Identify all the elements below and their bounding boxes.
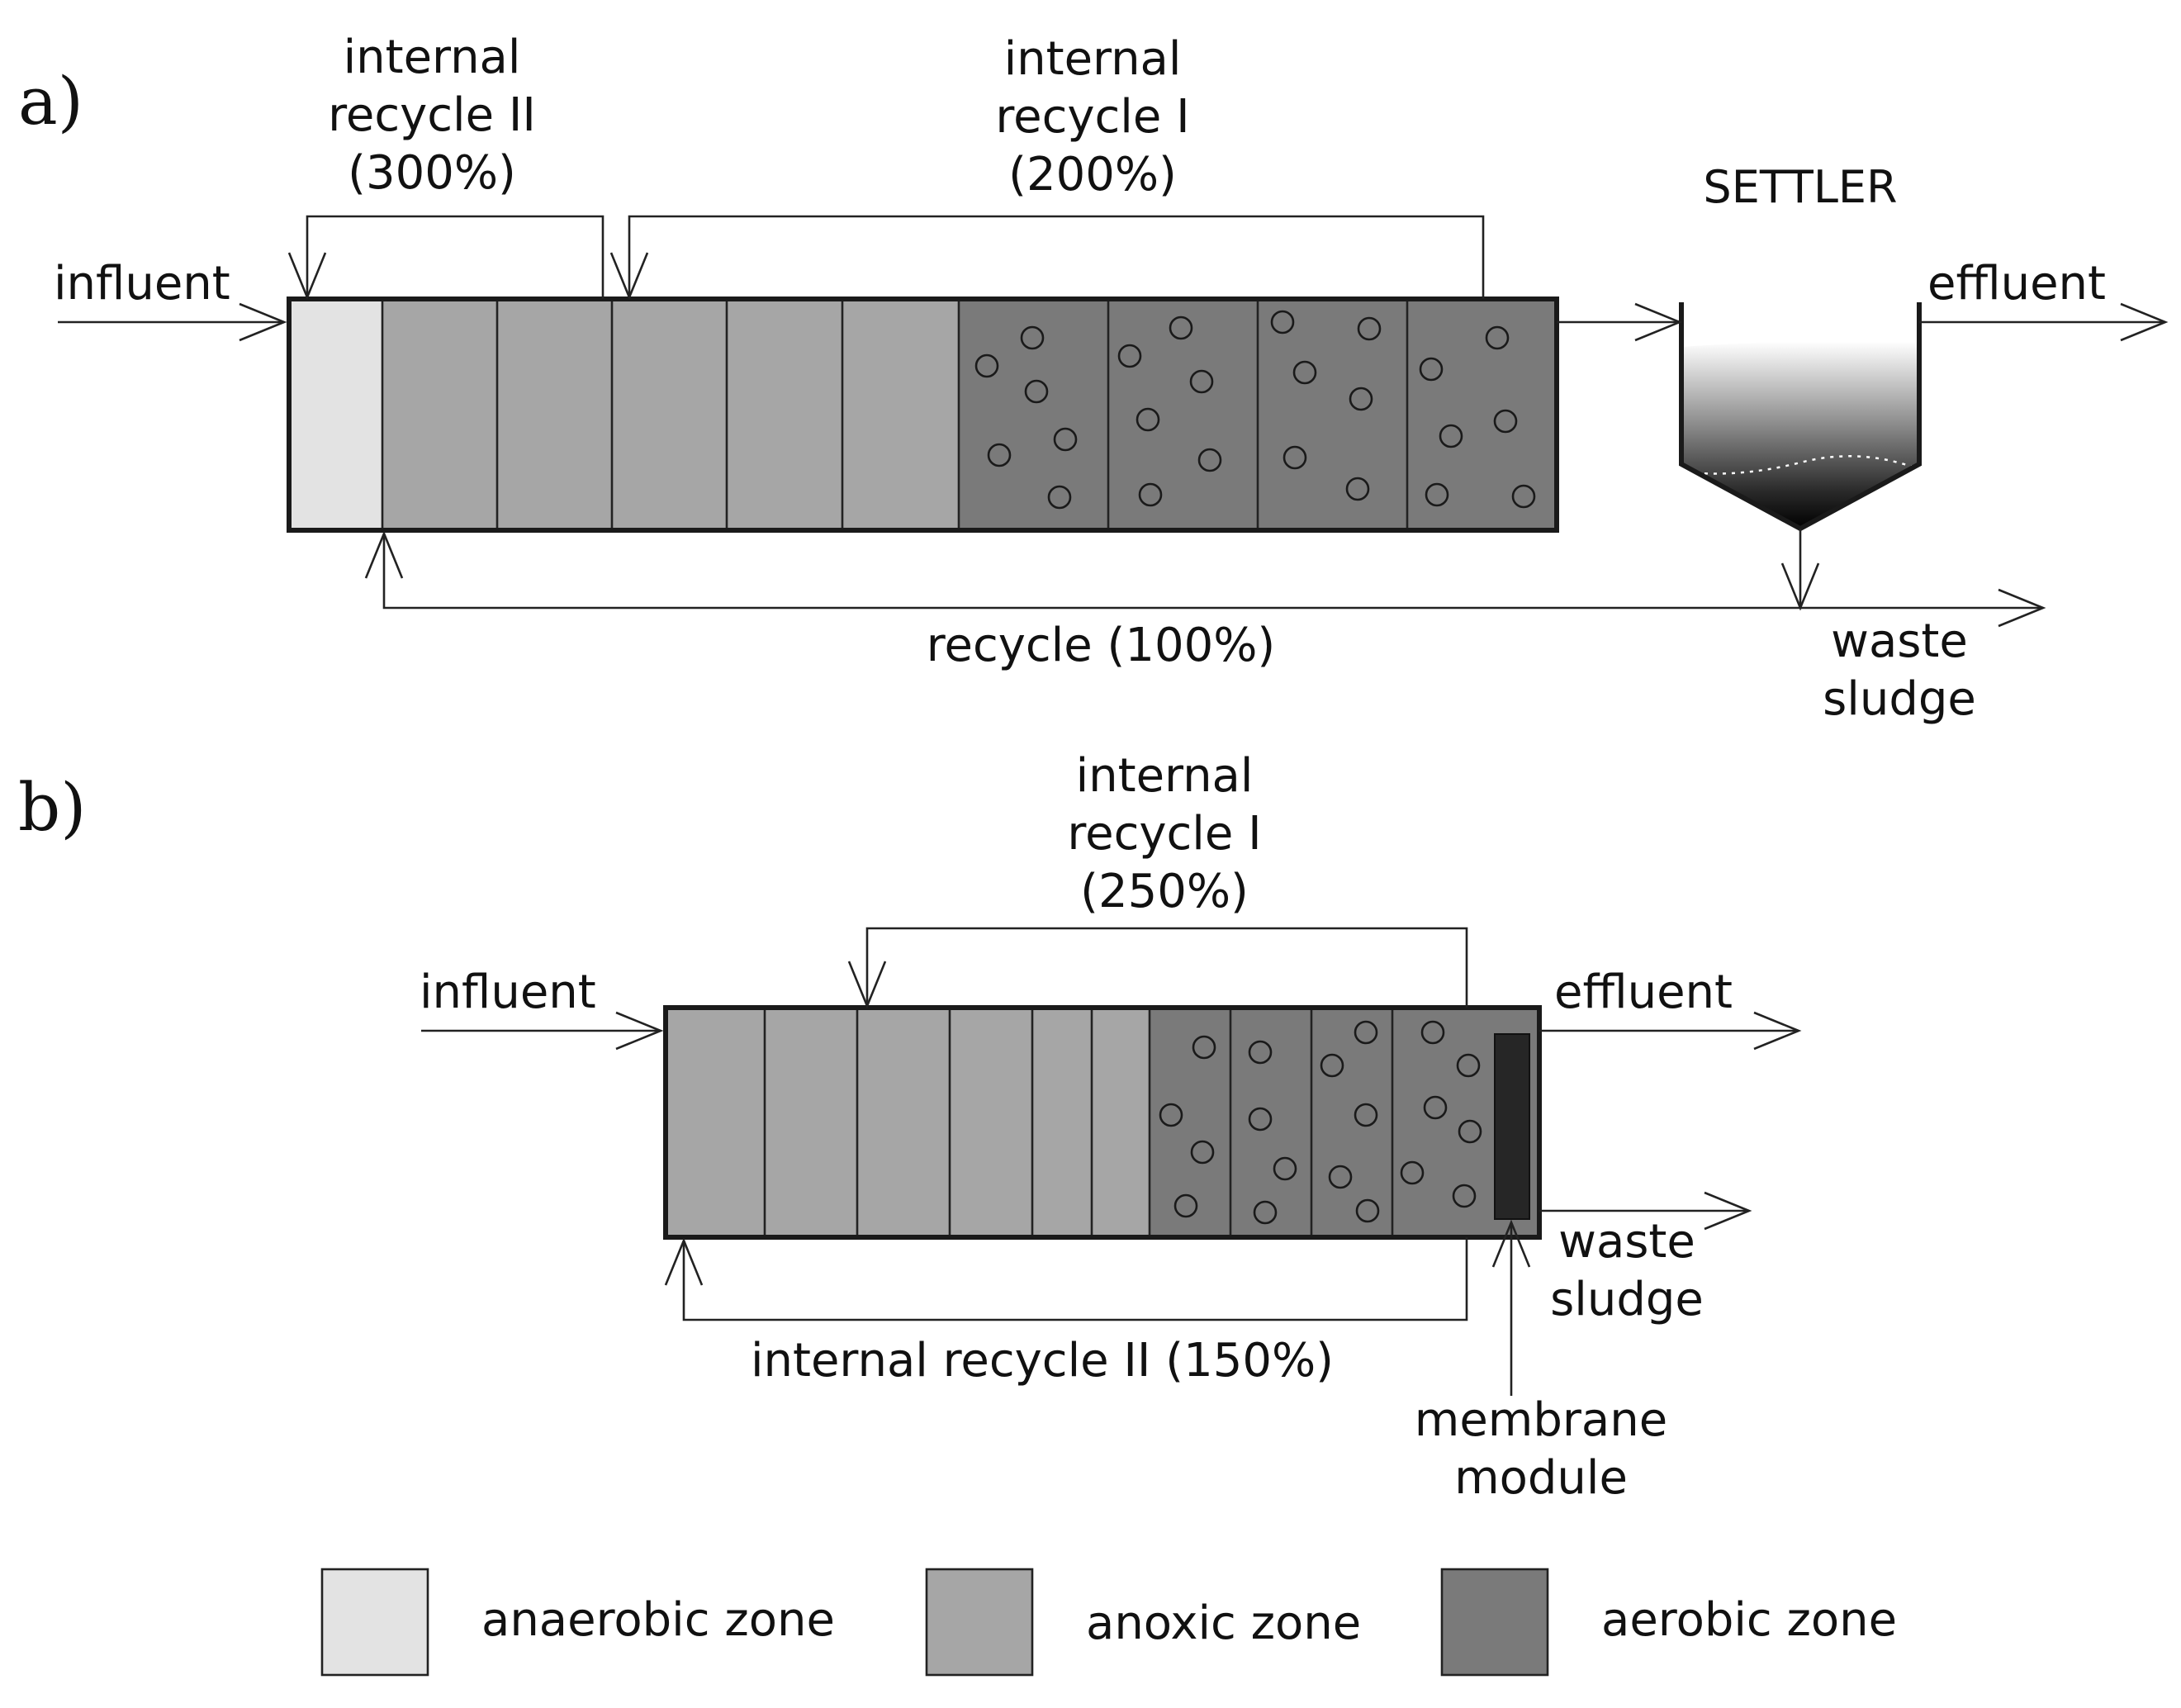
membrane-module-label-line2: module (1454, 1451, 1628, 1505)
panel-a: a) internal recycle II (300%) internal r… (18, 31, 2169, 726)
recycle-label: recycle (100%) (927, 619, 1276, 672)
panel-a-label: a) (18, 63, 83, 140)
settler-label: SETTLER (1703, 161, 1897, 213)
internal-recycle-1-arrow (609, 215, 1485, 301)
legend-swatch-anaerobic (320, 1568, 429, 1677)
internal-recycle-2-label-b: internal recycle II (150%) (751, 1334, 1334, 1388)
sludge-recycle-arrow (364, 529, 1820, 611)
internal-recycle-1-label-b: internal recycle I (250%) (1067, 749, 1261, 918)
waste-sludge-label-b-line1: waste (1558, 1215, 1695, 1269)
anoxic-zone-a (382, 299, 959, 530)
internal-recycle-1-label-line1: internal (1004, 32, 1182, 86)
internal-recycle-2-label-line3: (300%) (348, 146, 516, 200)
influent-arrow-b (421, 1011, 664, 1051)
waste-sludge-arrow-a (1800, 588, 2046, 628)
internal-recycle-1-label-b-line3: (250%) (1080, 865, 1249, 918)
aerobic-zone-b (1150, 1008, 1539, 1237)
legend-item-anaerobic: anaerobic zone (320, 1568, 835, 1677)
panel-b: b) internal recycle I (250%) influent ef… (18, 749, 1802, 1505)
compartment-dividers-a (381, 299, 1409, 530)
internal-recycle-2-arrow-b (664, 1237, 1468, 1321)
internal-recycle-1-label-line2: recycle I (995, 90, 1189, 144)
membrane-module (1494, 1033, 1530, 1220)
legend: anaerobic zone anoxic zone aerobic zone (320, 1568, 1897, 1677)
waste-sludge-label-a-line2: sludge (1823, 672, 1976, 726)
internal-recycle-1-label: internal recycle I (200%) (995, 32, 1189, 202)
effluent-label-b: effluent (1554, 965, 1733, 1019)
effluent-label-a: effluent (1927, 257, 2106, 311)
membrane-module-label-line1: membrane (1415, 1393, 1667, 1447)
waste-sludge-arrow-b (1539, 1191, 1752, 1231)
anaerobic-zone-a (289, 299, 382, 530)
influent-label-b: influent (420, 965, 596, 1019)
internal-recycle-1-label-line3: (200%) (1008, 148, 1177, 202)
internal-recycle-1-label-b-line1: internal (1076, 749, 1254, 803)
influent-arrow-a (58, 302, 287, 342)
aeration-bubbles-a (974, 310, 1536, 510)
legend-swatch-aerobic (1440, 1568, 1549, 1677)
legend-label-anaerobic: anaerobic zone (481, 1593, 835, 1647)
internal-recycle-2-arrow (287, 215, 605, 301)
settler-sludge (1681, 341, 1919, 529)
legend-swatch-anoxic (925, 1568, 1034, 1677)
aeration-bubbles-b (1159, 1020, 1482, 1225)
waste-sludge-label-a-line1: waste (1831, 614, 1968, 668)
anoxic-zone-b (666, 1008, 1150, 1237)
reactor-outline-a (287, 297, 1559, 533)
reactor-b (663, 1005, 1542, 1240)
internal-recycle-2-label-line2: recycle II (328, 88, 536, 142)
internal-recycle-2-label: internal recycle II (300%) (328, 31, 536, 200)
effluent-arrow-b (1539, 1011, 1802, 1051)
compartment-dividers-b (763, 1008, 1394, 1237)
reactor-to-settler-arrow (1557, 302, 1683, 342)
settler (1679, 302, 1922, 532)
internal-recycle-1-label-b-line2: recycle I (1067, 807, 1261, 861)
panel-b-label: b) (18, 769, 86, 846)
legend-item-anoxic: anoxic zone (925, 1568, 1361, 1677)
legend-item-aerobic: aerobic zone (1440, 1568, 1897, 1677)
legend-label-anoxic: anoxic zone (1086, 1597, 1361, 1650)
membrane-module-pointer (1491, 1219, 1531, 1396)
effluent-arrow-a (1919, 302, 2169, 342)
internal-recycle-2-label-line1: internal (344, 31, 521, 84)
reactor-outline-b (663, 1005, 1542, 1240)
legend-label-aerobic: aerobic zone (1601, 1593, 1897, 1647)
waste-sludge-label-b-line2: sludge (1550, 1273, 1704, 1326)
influent-label-a: influent (54, 257, 230, 311)
reactor-a (287, 297, 1559, 533)
internal-recycle-1-arrow-b (847, 927, 1468, 1009)
